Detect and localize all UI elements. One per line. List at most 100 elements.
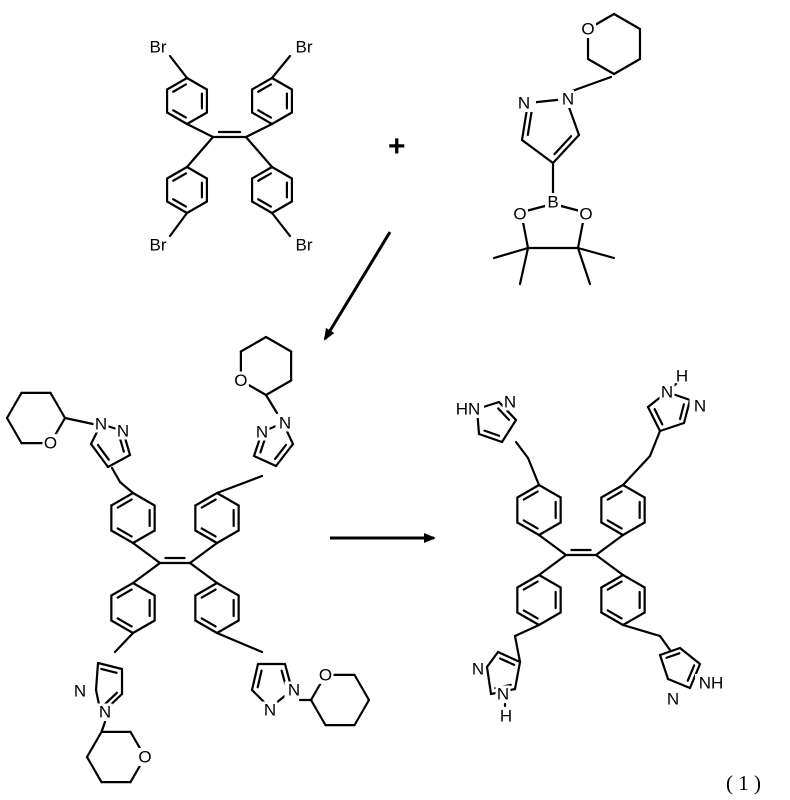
nitrogen-label: N bbox=[256, 423, 268, 442]
phenyl-ring bbox=[172, 109, 188, 119]
bromine-label: Br bbox=[150, 236, 167, 255]
atom-label-background bbox=[232, 371, 249, 390]
bond bbox=[185, 122, 215, 139]
nitrogen-label: N bbox=[661, 383, 673, 402]
phenyl-ring bbox=[200, 617, 217, 628]
phenyl-ring bbox=[110, 581, 135, 597]
bond bbox=[576, 220, 585, 250]
phenyl-ring bbox=[185, 165, 209, 180]
bond bbox=[244, 122, 274, 139]
bond bbox=[520, 138, 555, 165]
bond bbox=[537, 553, 568, 577]
thp-ring bbox=[85, 730, 103, 759]
phenyl-ring bbox=[172, 198, 188, 208]
arrow-reactants-to-intermediate bbox=[323, 231, 392, 341]
atom-label-background bbox=[284, 681, 300, 699]
equation-number: ( 1 ) bbox=[726, 771, 761, 795]
bond bbox=[514, 440, 530, 460]
bond bbox=[513, 623, 541, 638]
atom-label-background bbox=[545, 193, 561, 211]
phenyl-ring bbox=[522, 580, 539, 591]
bond bbox=[477, 432, 504, 444]
phenyl-ring bbox=[116, 527, 133, 538]
bond bbox=[131, 541, 162, 565]
atom-label-background bbox=[93, 415, 109, 433]
bromine-label: Br bbox=[296, 236, 313, 255]
phenyl-ring bbox=[250, 111, 274, 126]
thp-ring bbox=[85, 755, 103, 784]
thp-ring bbox=[5, 416, 23, 445]
phenyl-ring bbox=[522, 609, 539, 620]
atom-label-background bbox=[580, 20, 597, 38]
phenyl-ring bbox=[185, 111, 209, 126]
nitrogen-label: N bbox=[562, 90, 574, 109]
bond bbox=[270, 211, 292, 238]
phenyl-ring bbox=[600, 611, 625, 627]
phenyl-ring bbox=[200, 498, 217, 509]
phenyl-ring bbox=[215, 491, 240, 507]
phenyl-ring bbox=[516, 521, 541, 537]
phenyl-ring bbox=[165, 111, 189, 126]
phenyl-ring bbox=[600, 483, 625, 499]
phenyl-ring bbox=[257, 198, 273, 208]
bond bbox=[131, 561, 162, 585]
bond bbox=[102, 691, 118, 707]
bond bbox=[499, 657, 516, 666]
nitrogen-label: N bbox=[667, 690, 679, 709]
phenyl-ring bbox=[606, 519, 623, 530]
nitrogen-label: N bbox=[497, 685, 509, 704]
phenyl-ring bbox=[606, 609, 623, 620]
bond bbox=[492, 246, 530, 260]
thp-ring bbox=[49, 391, 67, 420]
oxygen-label: O bbox=[319, 665, 332, 684]
phenyl-ring bbox=[215, 581, 240, 597]
molecule-bonds bbox=[5, 12, 702, 784]
bond bbox=[264, 393, 279, 415]
bond bbox=[513, 634, 522, 664]
phenyl-ring bbox=[522, 519, 539, 530]
phenyl-ring bbox=[270, 76, 294, 91]
bond bbox=[485, 650, 500, 669]
nitrogen-label: N bbox=[74, 682, 86, 701]
thp-ring bbox=[309, 698, 327, 727]
phenyl-ring bbox=[215, 619, 240, 635]
plus-sign: + bbox=[388, 130, 406, 163]
phenyl-ring bbox=[194, 581, 219, 597]
phenyl-ring bbox=[131, 619, 156, 635]
phenyl-ring bbox=[250, 165, 274, 180]
phenyl-ring bbox=[110, 491, 135, 507]
bond bbox=[94, 661, 100, 692]
bond bbox=[666, 677, 692, 690]
bond bbox=[96, 661, 124, 671]
thp-ring bbox=[264, 335, 293, 353]
bond bbox=[658, 653, 670, 681]
oxygen-label: O bbox=[44, 434, 57, 453]
phenyl-ring bbox=[250, 200, 274, 215]
bond bbox=[686, 664, 696, 682]
phenyl-ring bbox=[606, 490, 623, 501]
phenyl-ring bbox=[194, 529, 219, 545]
phenyl-ring bbox=[537, 573, 562, 589]
phenyl-ring bbox=[116, 498, 133, 509]
hydrogen-label: H bbox=[500, 707, 512, 726]
phenyl-ring bbox=[165, 165, 189, 180]
bond bbox=[553, 135, 573, 156]
bond bbox=[537, 533, 568, 557]
phenyl-ring bbox=[200, 588, 217, 599]
phenyl-ring bbox=[516, 483, 541, 499]
nh-label: NH bbox=[699, 674, 724, 693]
nitrogen-label: N bbox=[694, 397, 706, 416]
phenyl-ring bbox=[200, 527, 217, 538]
phenyl-ring bbox=[621, 521, 646, 537]
atom-label-background bbox=[72, 682, 88, 700]
phenyl-ring bbox=[537, 483, 562, 499]
atom-label-background bbox=[254, 423, 270, 441]
hn-label: HN bbox=[456, 400, 481, 419]
bond bbox=[274, 443, 288, 461]
bond bbox=[648, 429, 662, 458]
phenyl-ring bbox=[185, 76, 209, 91]
thp-ring bbox=[239, 335, 268, 353]
phenyl-ring bbox=[600, 521, 625, 537]
